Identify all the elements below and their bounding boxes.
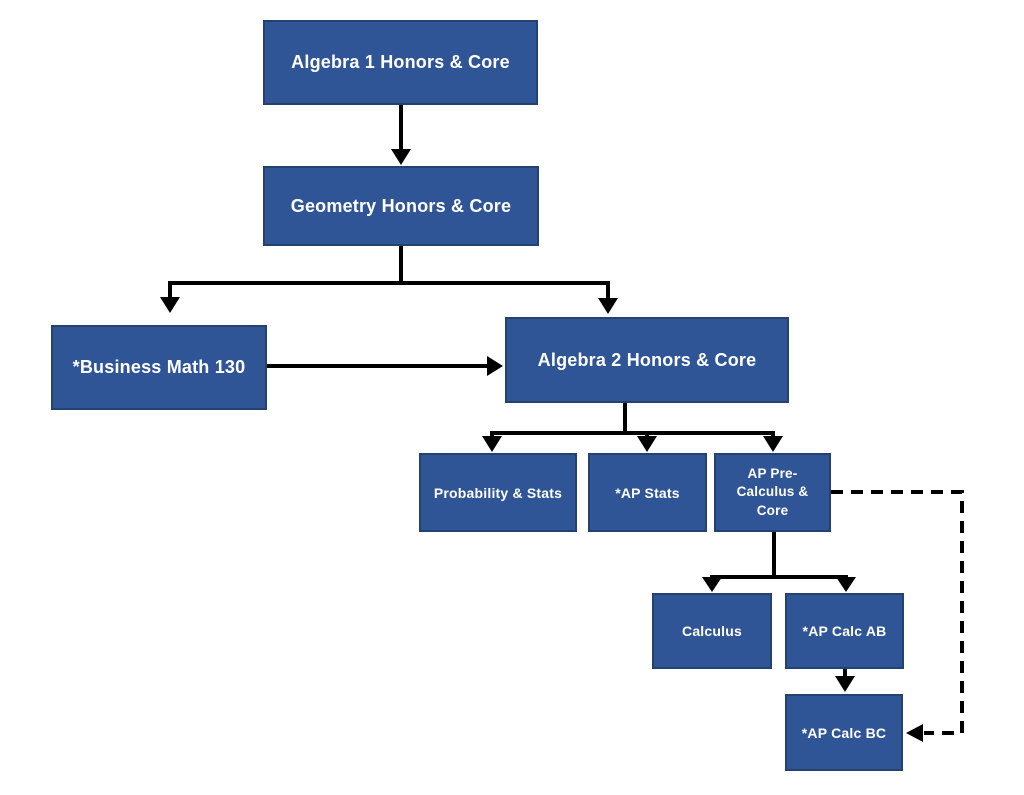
node-ap-precalculus-label: AP Pre- Calculus & Core <box>736 466 809 518</box>
arrow-algebra1-to-geometry <box>391 105 411 165</box>
branch-algebra2-to-three-courses <box>482 403 783 452</box>
dashed-arrow-precalc-to-apcalcbc <box>831 490 964 742</box>
node-calculus-label: Calculus <box>682 623 742 639</box>
node-ap-calc-ab-label: *AP Calc AB <box>802 623 887 639</box>
node-ap-calc-ab: *AP Calc AB <box>785 593 904 669</box>
node-ap-calc-bc: *AP Calc BC <box>785 694 903 771</box>
node-geometry-honors-core: Geometry Honors & Core <box>263 166 539 246</box>
node-algebra2-label: Algebra 2 Honors & Core <box>537 349 757 370</box>
node-algebra1-honors-core: Algebra 1 Honors & Core <box>263 20 538 105</box>
node-ap-stats-label: *AP Stats <box>615 484 680 501</box>
branch-precalc-to-calculus-and-apcalcab <box>702 532 856 592</box>
node-ap-calc-bc-label: *AP Calc BC <box>801 724 887 741</box>
node-algebra2-honors-core: Algebra 2 Honors & Core <box>505 317 789 403</box>
node-ap-precalculus-core: AP Pre- Calculus & Core <box>714 453 831 532</box>
node-probability-stats-label: Probability & Stats <box>433 484 563 501</box>
node-business-math-label: *Business Math 130 <box>72 357 246 377</box>
arrow-apcalcab-to-apcalcbc <box>835 669 855 692</box>
arrow-business-to-algebra2 <box>267 356 503 376</box>
node-probability-stats: Probability & Stats <box>419 453 577 532</box>
node-calculus: Calculus <box>652 593 772 669</box>
node-geometry-label: Geometry Honors & Core <box>290 195 512 216</box>
branch-geometry-to-business-and-algebra2 <box>160 246 618 314</box>
node-algebra1-label: Algebra 1 Honors & Core <box>291 52 510 72</box>
node-ap-stats: *AP Stats <box>588 453 707 532</box>
node-business-math-130: *Business Math 130 <box>51 325 267 410</box>
